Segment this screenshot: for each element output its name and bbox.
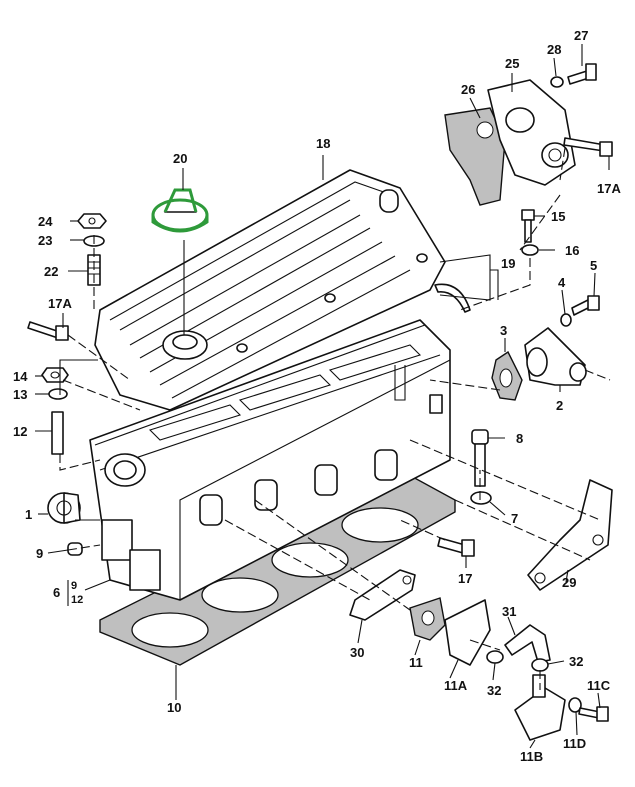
label-9: 9 (36, 546, 43, 561)
leader-lines (35, 44, 610, 749)
label-11b: 11B (520, 749, 543, 764)
label-26: 26 (461, 82, 475, 97)
label-23: 23 (38, 233, 52, 248)
fitting-11b (514, 674, 566, 741)
cover-gasket-strip (434, 283, 471, 313)
label-29: 29 (562, 575, 576, 590)
label-3: 3 (500, 323, 507, 338)
head-gasket (99, 469, 456, 666)
label-11: 11 (409, 655, 423, 670)
bolt-5 (571, 295, 600, 316)
label-32-left: 32 (487, 683, 501, 698)
label-5: 5 (590, 258, 597, 273)
assembly-lines (59, 147, 611, 690)
bolt-27 (567, 63, 597, 85)
pump-housing-25 (487, 79, 576, 186)
label-17a-left: 17A (48, 296, 72, 311)
label-22: 22 (44, 264, 58, 279)
plug-1 (47, 492, 81, 524)
label-6: 6 (53, 585, 60, 600)
gasket-3 (491, 350, 523, 401)
bracket-19 (439, 254, 491, 301)
label-10: 10 (167, 700, 181, 715)
label-2: 2 (556, 398, 563, 413)
stud-12 (51, 411, 64, 455)
label-20: 20 (173, 151, 187, 166)
label-17a-right: 17A (597, 181, 621, 196)
label-13: 13 (13, 387, 27, 402)
nut-14 (41, 367, 69, 383)
cylinder-head (89, 319, 451, 601)
label-18: 18 (316, 136, 330, 151)
label-1: 1 (25, 507, 32, 522)
bolt-15 (521, 209, 535, 243)
washer-28 (550, 76, 564, 88)
label-32-right: 32 (569, 654, 583, 669)
bracket-30 (349, 569, 416, 621)
washer-4 (560, 313, 572, 327)
bracket-29 (527, 479, 613, 591)
label-4: 4 (558, 275, 566, 290)
clamp-32-right (531, 658, 549, 672)
label-30: 30 (350, 645, 364, 660)
plate-11 (409, 597, 446, 641)
label-19: 19 (501, 256, 515, 271)
washer-11d (568, 697, 582, 713)
housing-2 (524, 327, 587, 386)
label-11a: 11A (444, 678, 468, 693)
label-12-small: 12 (71, 594, 83, 606)
label-24: 24 (38, 214, 53, 229)
washer-7 (470, 491, 492, 505)
label-11d: 11D (563, 736, 586, 751)
bolt-11c (578, 706, 609, 722)
label-14: 14 (13, 369, 28, 384)
oil-filler-cap (151, 188, 209, 335)
label-11c: 11C (587, 678, 611, 693)
label-31: 31 (502, 604, 516, 619)
valve-cover (94, 169, 446, 411)
bracket-plate-26 (444, 107, 506, 206)
label-9-small: 9 (71, 580, 77, 592)
washer-13 (48, 388, 68, 400)
label-16: 16 (565, 243, 579, 258)
bolt-17a-right (563, 137, 613, 157)
stud-17 (437, 537, 475, 557)
label-8: 8 (516, 431, 523, 446)
bolt-17a-left (27, 321, 69, 341)
label-17: 17 (458, 571, 472, 586)
part-labels: 24 23 22 17A 14 13 12 1 9 6 9 12 10 20 1… (13, 28, 621, 764)
bolt-8 (471, 429, 489, 487)
label-27: 27 (574, 28, 588, 43)
label-7: 7 (511, 511, 518, 526)
nut-24 (77, 213, 107, 229)
hose-31 (504, 624, 551, 663)
label-15: 15 (551, 209, 565, 224)
label-25: 25 (505, 56, 519, 71)
label-28: 28 (547, 42, 561, 57)
clamp-32-left (486, 650, 504, 664)
cover-11a (444, 599, 491, 666)
washer-16 (521, 244, 539, 256)
label-12: 12 (13, 424, 27, 439)
